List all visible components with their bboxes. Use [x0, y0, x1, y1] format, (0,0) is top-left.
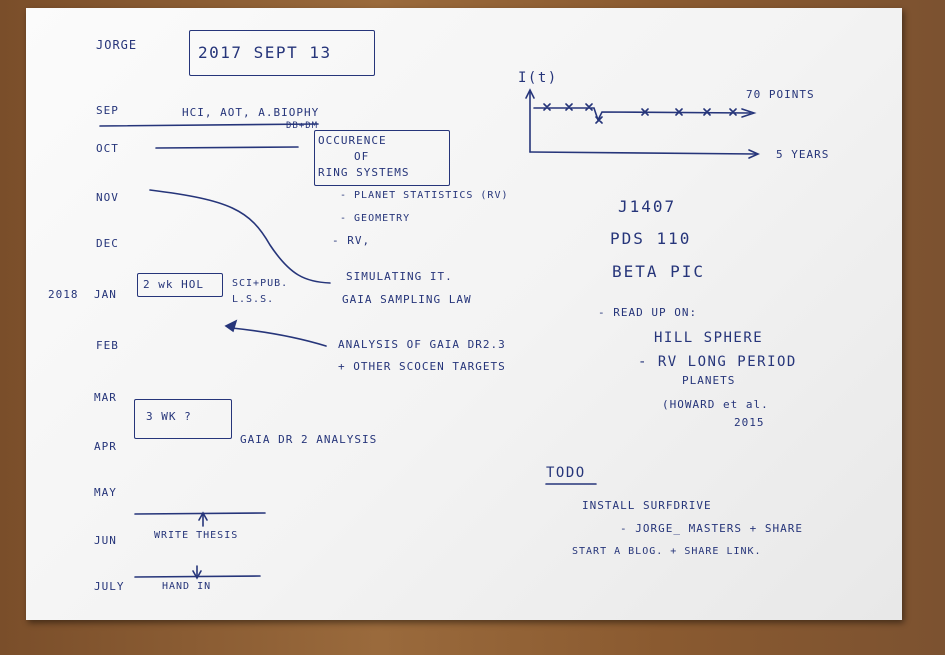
month-apr: APR [94, 440, 117, 453]
month-jan: JAN [94, 288, 117, 301]
target-pds110: PDS 110 [610, 229, 692, 248]
jan-note-2: L.S.S. [232, 294, 275, 305]
nov-curve [149, 189, 331, 284]
topic-item-1: - PLANET STATISTICS (RV) [340, 190, 509, 201]
date-text: 2017 SEPT 13 [198, 43, 332, 62]
date-box [189, 30, 375, 76]
feb-arrow-line [231, 327, 327, 347]
todo-line-2: - JORGE_ MASTERS + SHARE [620, 522, 803, 535]
simulating-text: SIMULATING IT. [346, 270, 453, 283]
month-may: MAY [94, 486, 117, 499]
sep-bar [99, 123, 319, 127]
todo-line-1: INSTALL SURFDRIVE [582, 499, 712, 512]
analysis-line-1: ANALYSIS OF GAIA DR2.3 [338, 338, 506, 351]
read-up-rv-planets: PLANETS [682, 374, 736, 387]
ring-systems-box [314, 130, 450, 186]
apr-note: GAIA DR 2 ANALYSIS [240, 433, 378, 446]
month-oct: OCT [96, 142, 119, 155]
read-up-hill-sphere: HILL SPHERE [654, 330, 764, 346]
month-jun: JUN [94, 534, 117, 547]
ring-box-line-1: OCCURENCE [318, 134, 387, 147]
graph-y-arrowhead [525, 88, 535, 99]
month-sep: SEP [96, 104, 119, 117]
month-mar: MAR [94, 391, 117, 404]
july-arrowhead [192, 570, 202, 580]
month-july: JULY [94, 580, 125, 593]
todo-heading: TODO [546, 465, 586, 481]
july-note: HAND IN [162, 581, 212, 592]
month-nov: NOV [96, 191, 119, 204]
mar-box [134, 399, 232, 439]
read-up-citation-year: 2015 [734, 416, 765, 429]
mar-box-text: 3 WK ? [146, 410, 192, 423]
read-up-citation: (HOWARD et al. [662, 398, 769, 411]
jun-arrowhead [198, 511, 208, 521]
jun-note: WRITE THESIS [154, 530, 239, 541]
sep-note: HCI, AOT, A.BIOPHY [182, 106, 320, 119]
topic-item-3: - RV, [332, 234, 371, 247]
todo-line-3: START A BLOG. + SHARE LINK. [572, 546, 762, 557]
gaia-law-text: GAIA SAMPLING LAW [342, 293, 472, 306]
oct-bar [155, 146, 299, 149]
feb-arrowhead [224, 319, 238, 333]
graph-x-axis [529, 151, 758, 155]
author-name: JORGE [96, 38, 138, 52]
ring-box-line-2: OF [354, 150, 370, 163]
sep-note-sub: DB+DM [286, 121, 319, 131]
read-up-rv: - RV LONG PERIOD [638, 354, 797, 370]
target-j1407: J1407 [618, 197, 677, 216]
ring-box-line-3: RING SYSTEMS [318, 166, 410, 179]
year-label: 2018 [48, 288, 79, 301]
jan-holiday-box [137, 273, 223, 297]
target-beta-pic: BETA PIC [612, 262, 706, 281]
jan-note-1: SCI+PUB. [232, 278, 289, 289]
read-up-heading: - READ UP ON: [598, 306, 698, 319]
graph-years-label: 5 YEARS [776, 148, 830, 161]
topic-item-2: - GEOMETRY [340, 213, 411, 224]
month-dec: DEC [96, 237, 119, 250]
jun-bar [134, 512, 266, 515]
points-arrowhead [741, 108, 757, 118]
jan-holiday-text: 2 wk HOL [143, 278, 204, 291]
month-feb: FEB [96, 339, 119, 352]
graph-crosses [543, 103, 737, 124]
analysis-line-2: + OTHER SCOCEN TARGETS [338, 360, 506, 373]
graph-ylabel: I(t) [518, 70, 558, 86]
graph-x-arrowhead [748, 149, 760, 159]
paper-sheet [26, 8, 902, 620]
graph-points-label: 70 POINTS [746, 88, 815, 101]
